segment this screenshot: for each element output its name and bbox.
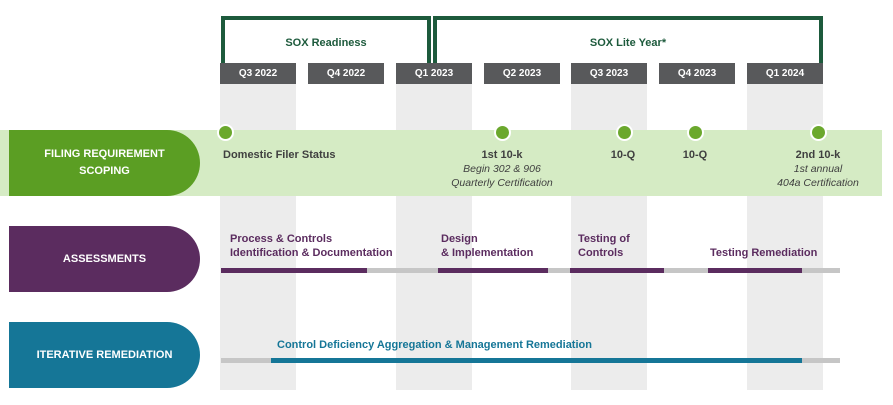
phase-line: Controls: [578, 247, 624, 259]
milestone-dot-1st-10k: [494, 124, 511, 141]
assessments-lane-label: ASSESSMENTS: [9, 226, 200, 292]
phase-line: Testing Remediation: [710, 247, 818, 259]
milestone-dot-domestic-filer: [217, 124, 234, 141]
quarter-header-q1-2024: Q1 2024: [747, 63, 823, 84]
quarter-header-q3-2023: Q3 2023: [571, 63, 647, 84]
milestone-subtitle: 1st annual: [793, 163, 843, 175]
milestone-dot-10q-q3: [616, 124, 633, 141]
milestone-title: 1st 10-k: [481, 149, 523, 161]
filing-lane-label-line2: SCOPING: [79, 165, 130, 177]
milestone-10q-q3: 10-Q: [598, 148, 648, 162]
phase-line: Testing of: [578, 233, 630, 245]
quarter-header-q1-2023: Q1 2023: [396, 63, 472, 84]
sox-lite-year-label: SOX Lite Year*: [589, 37, 667, 49]
filing-lane-label-line1: FILING REQUIREMENT: [44, 148, 165, 160]
quarter-header-q4-2022: Q4 2022: [308, 63, 384, 84]
assessments-segment-process-controls: [221, 268, 367, 273]
assessments-segment-testing-remediation: [708, 268, 802, 273]
milestone-subtitle: Quarterly Certification: [451, 177, 553, 189]
quarter-header-q3-2022: Q3 2022: [220, 63, 296, 84]
sox-lite-year-bracket: [433, 16, 823, 63]
milestone-title: 10-Q: [682, 149, 708, 161]
remediation-lane-label: ITERATIVE REMEDIATION: [9, 322, 200, 388]
remediation-segment: [271, 358, 802, 363]
quarter-header-q4-2023: Q4 2023: [659, 63, 735, 84]
milestone-dot-2nd-10k: [810, 124, 827, 141]
phase-design: Design & Implementation: [441, 232, 533, 260]
filing-lane-label: FILING REQUIREMENT SCOPING: [9, 130, 200, 196]
phase-line: & Implementation: [441, 247, 534, 259]
phase-testing-remediation: Testing Remediation: [710, 246, 817, 260]
sox-readiness-bracket: [221, 16, 431, 63]
sox-readiness-label: SOX Readiness: [285, 37, 367, 49]
milestone-title: 2nd 10-k: [795, 149, 841, 161]
assessments-segment-testing: [570, 268, 664, 273]
quarter-header-q2-2023: Q2 2023: [484, 63, 560, 84]
milestone-dot-10q-q4: [687, 124, 704, 141]
phase-testing: Testing of Controls: [578, 232, 630, 260]
milestone-title: Domestic Filer Status: [223, 149, 336, 161]
phase-control-deficiency: Control Deficiency Aggregation & Managem…: [277, 339, 592, 351]
milestone-subtitle: 404a Certification: [777, 177, 859, 189]
milestone-subtitle: Begin 302 & 906: [463, 163, 541, 175]
phase-line: Design: [441, 233, 478, 245]
milestone-domestic-filer: Domestic Filer Status: [223, 148, 335, 162]
milestone-1st-10k: 1st 10-k Begin 302 & 906 Quarterly Certi…: [432, 148, 572, 190]
assessments-segment-design: [438, 268, 548, 273]
phase-line: Identification & Documentation: [230, 247, 393, 259]
milestone-10q-q4: 10-Q: [670, 148, 720, 162]
phase-process-controls: Process & Controls Identification & Docu…: [230, 232, 393, 260]
phase-line: Process & Controls: [230, 233, 333, 245]
milestone-title: 10-Q: [610, 149, 636, 161]
milestone-2nd-10k: 2nd 10-k 1st annual 404a Certification: [770, 148, 866, 190]
